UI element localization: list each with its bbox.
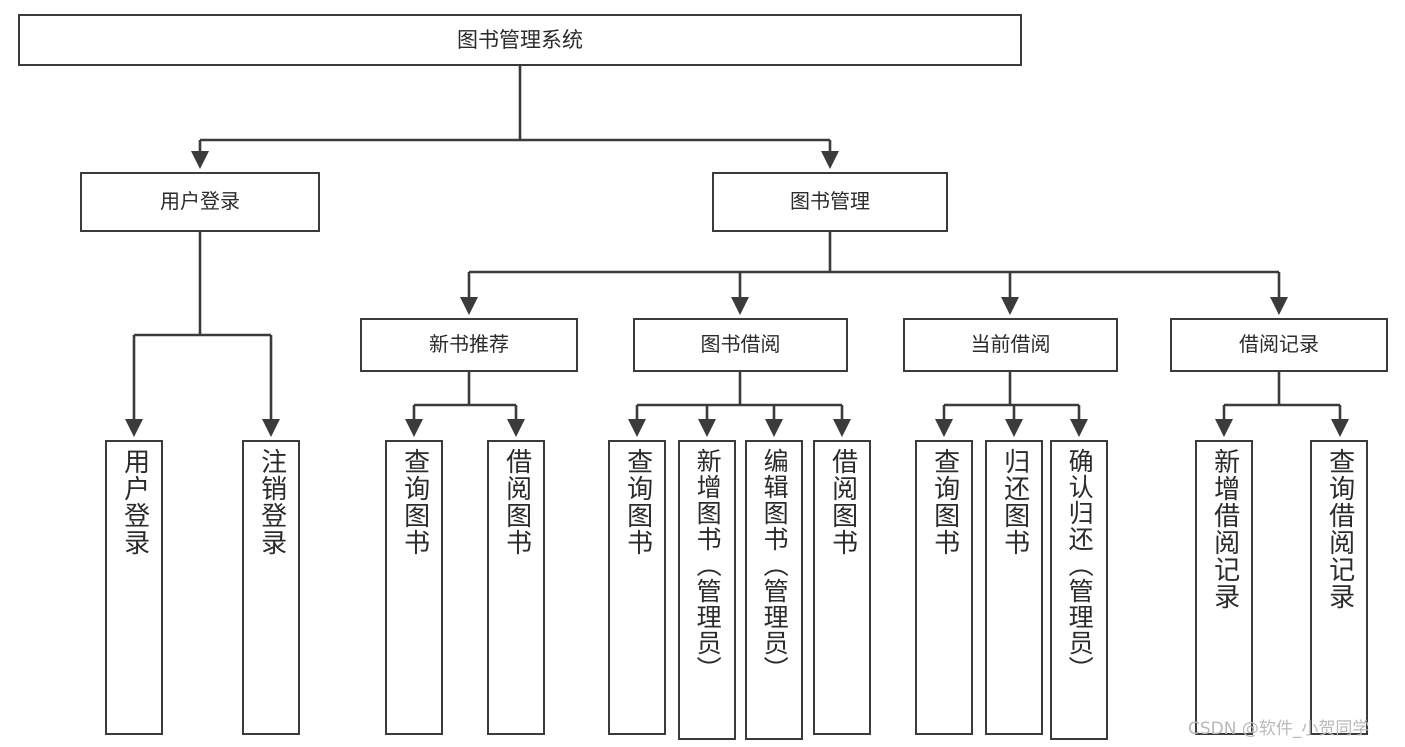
leaf-borrow-book-new-label: 借阅图书 <box>501 448 532 556</box>
leaf-query-book-current[interactable]: 查询图书 <box>915 440 973 735</box>
leaf-query-book-borrow[interactable]: 查询图书 <box>608 440 666 735</box>
leaf-query-borrow-record-label: 查询借阅记录 <box>1324 448 1355 610</box>
node-book-borrow[interactable]: 图书借阅 <box>633 318 848 372</box>
leaf-add-book-admin[interactable]: 新增图书（管理员） <box>678 440 736 740</box>
leaf-query-book-borrow-label: 查询图书 <box>622 448 653 556</box>
leaf-add-borrow-record-label: 新增借阅记录 <box>1209 448 1240 610</box>
leaf-query-borrow-record[interactable]: 查询借阅记录 <box>1310 440 1368 735</box>
leaf-borrow-book-new[interactable]: 借阅图书 <box>487 440 545 735</box>
leaf-confirm-return-admin[interactable]: 确认归还（管理员） <box>1050 440 1108 740</box>
leaf-edit-book-admin-label: 编辑图书（管理员） <box>760 448 790 682</box>
leaf-add-borrow-record[interactable]: 新增借阅记录 <box>1195 440 1253 735</box>
node-new-book-recommend[interactable]: 新书推荐 <box>360 318 578 372</box>
leaf-user-logout[interactable]: 注销登录 <box>242 440 300 735</box>
node-user-login-label: 用户登录 <box>160 189 240 214</box>
leaf-user-logout-label: 注销登录 <box>256 448 287 556</box>
leaf-user-login-label: 用户登录 <box>119 448 150 556</box>
node-new-book-recommend-label: 新书推荐 <box>429 332 509 357</box>
leaf-return-book-label: 归还图书 <box>999 448 1030 556</box>
node-book-borrow-label: 图书借阅 <box>700 332 781 357</box>
node-book-management[interactable]: 图书管理 <box>712 172 948 232</box>
node-current-borrow[interactable]: 当前借阅 <box>903 318 1118 372</box>
node-current-borrow-label: 当前借阅 <box>970 332 1051 357</box>
leaf-edit-book-admin[interactable]: 编辑图书（管理员） <box>745 440 803 740</box>
node-root-system[interactable]: 图书管理系统 <box>18 14 1022 66</box>
leaf-add-book-admin-label: 新增图书（管理员） <box>693 448 723 682</box>
leaf-query-book-new[interactable]: 查询图书 <box>385 440 443 735</box>
node-user-login[interactable]: 用户登录 <box>80 172 320 232</box>
leaf-confirm-return-admin-label: 确认归还（管理员） <box>1065 448 1095 682</box>
node-root-system-label: 图书管理系统 <box>457 27 583 52</box>
node-borrow-record[interactable]: 借阅记录 <box>1170 318 1388 372</box>
leaf-borrow-book-label: 借阅图书 <box>827 448 858 556</box>
leaf-query-book-new-label: 查询图书 <box>399 448 430 556</box>
leaf-borrow-book[interactable]: 借阅图书 <box>813 440 871 735</box>
node-book-management-label: 图书管理 <box>790 189 870 214</box>
leaf-user-login[interactable]: 用户登录 <box>105 440 163 735</box>
leaf-query-book-current-label: 查询图书 <box>929 448 960 556</box>
node-borrow-record-label: 借阅记录 <box>1239 332 1319 357</box>
leaf-return-book[interactable]: 归还图书 <box>985 440 1043 735</box>
